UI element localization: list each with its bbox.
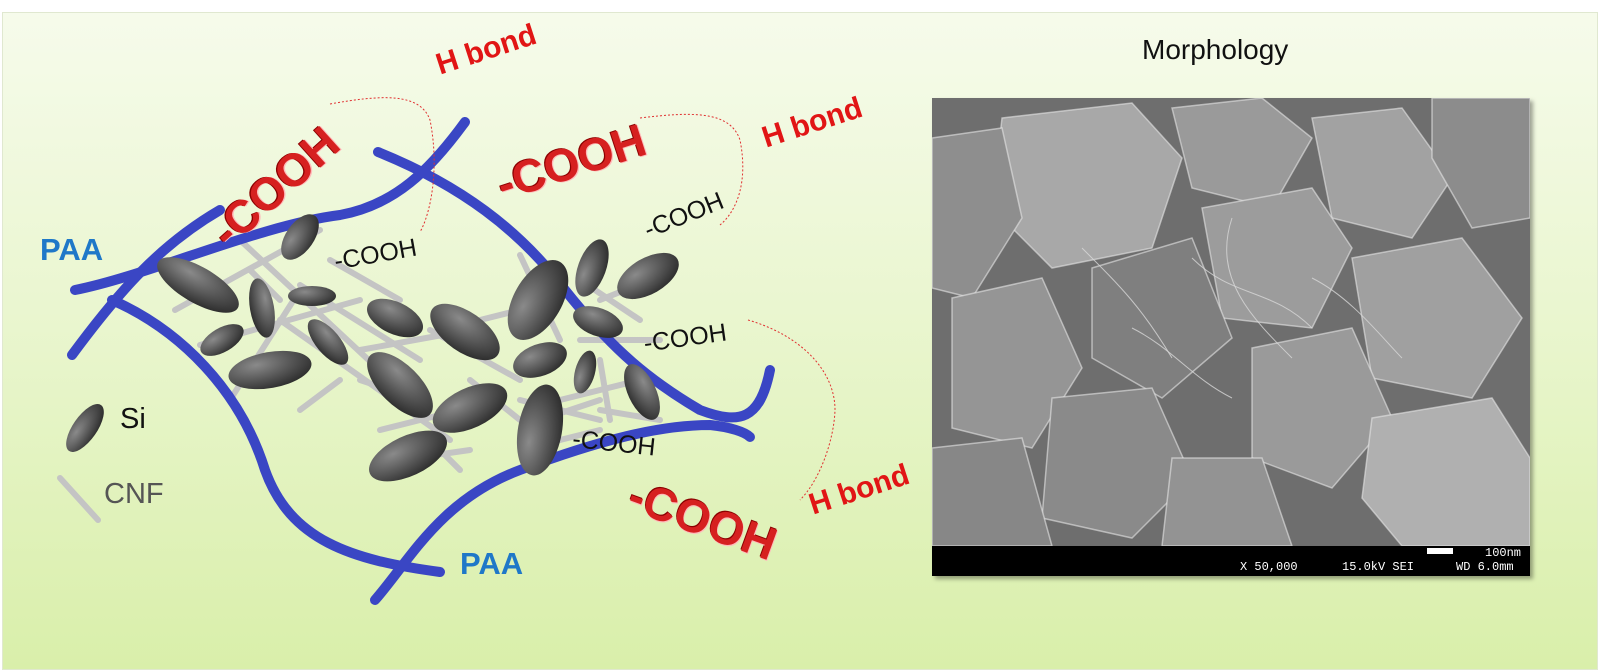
- sem-scale-bar: [1427, 548, 1453, 554]
- paa-label-bottom: PAA: [460, 546, 524, 581]
- sem-texture: [932, 98, 1530, 547]
- paa-label-left: PAA: [40, 232, 104, 267]
- sem-scale-label: 100nm: [1485, 546, 1522, 560]
- legend-si-label: Si: [120, 403, 146, 435]
- sem-magnification: X 50,000: [1240, 560, 1298, 574]
- sem-info-bar: 100nm X 50,000 15.0kV SEI WD 6.0mm: [932, 546, 1530, 576]
- legend-cnf-label: CNF: [104, 478, 164, 510]
- schematic-diagram: [57, 97, 836, 605]
- sem-micrograph: [932, 98, 1530, 576]
- legend-cnf-icon: [57, 475, 101, 523]
- sem-voltage: 15.0kV SEI: [1342, 560, 1415, 574]
- morphology-title: Morphology: [1142, 34, 1289, 65]
- legend-si-icon: [66, 404, 104, 452]
- si-particles: [66, 214, 679, 482]
- sem-working-distance: WD 6.0mm: [1456, 560, 1514, 574]
- h-bond-connectors: [329, 97, 836, 501]
